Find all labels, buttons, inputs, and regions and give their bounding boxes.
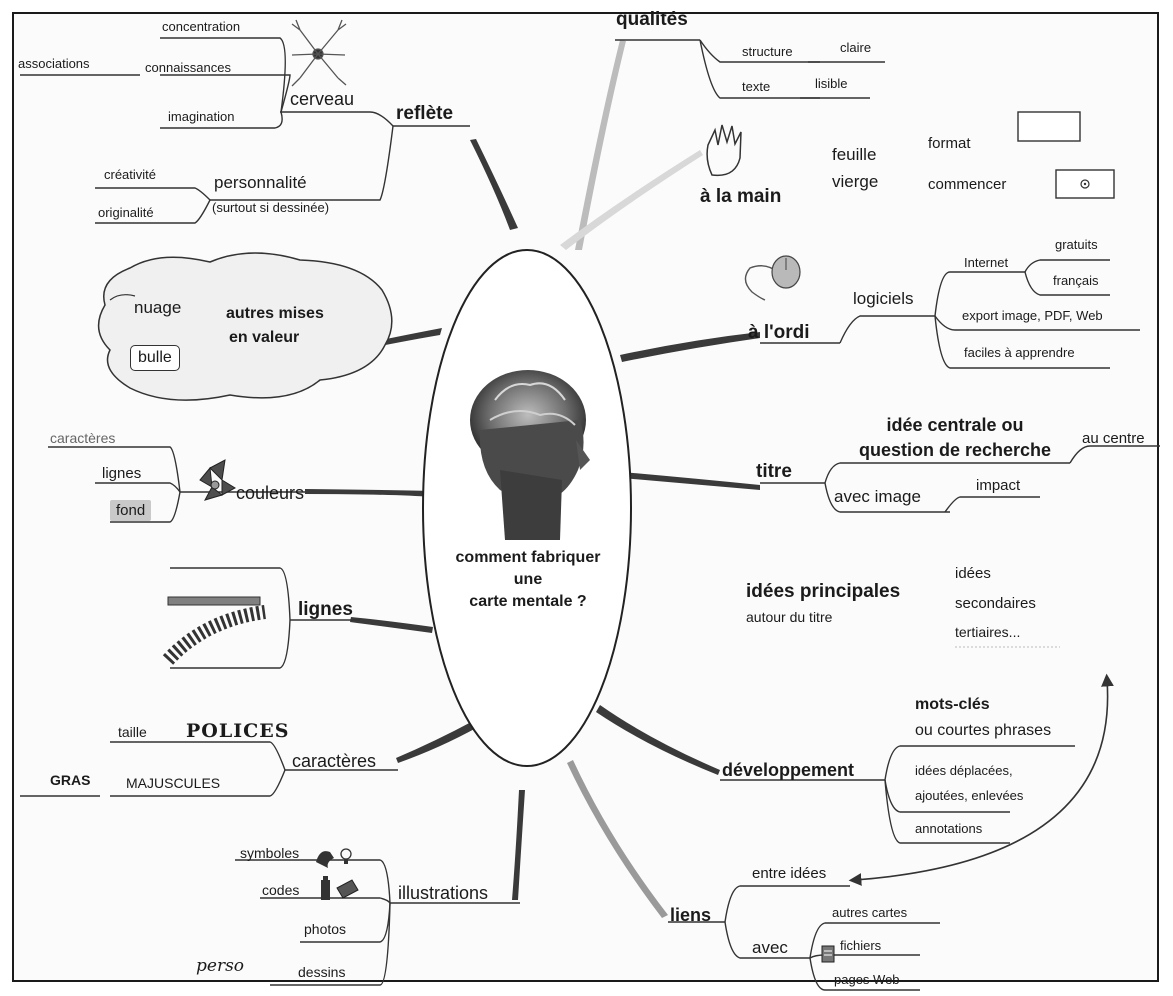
associations-label: associations xyxy=(18,56,90,71)
main-branches xyxy=(305,40,760,918)
export-label: export image, PDF, Web xyxy=(962,308,1103,323)
faciles-label: faciles à apprendre xyxy=(964,345,1075,360)
branch-lignes xyxy=(350,617,433,633)
titre-idee-line2: question de recherche xyxy=(858,440,1052,460)
logiciels-label: logiciels xyxy=(853,289,914,308)
branch-developpement xyxy=(596,705,720,775)
claire-label: claire xyxy=(840,40,872,55)
format-label: format xyxy=(928,135,971,152)
couleurs-caracteres-label: caractères xyxy=(50,430,116,446)
titre-idee-line1: idée centrale ou xyxy=(886,415,1024,435)
impact-label: impact xyxy=(976,477,1021,494)
branch-liens xyxy=(567,760,668,918)
branch-caracteres xyxy=(396,720,478,763)
pages-web-label: pages Web xyxy=(834,972,900,987)
deplacees-line2: ajoutées, enlevées xyxy=(915,788,1024,803)
branch-titre xyxy=(622,472,760,490)
feuille-label: feuille xyxy=(832,145,877,164)
branch-a-lordi xyxy=(620,332,760,362)
concentration-label: concentration xyxy=(162,19,241,34)
titre-label: titre xyxy=(756,461,792,482)
link-arrow xyxy=(848,673,1114,886)
file-icon xyxy=(821,945,835,963)
center-title-line1: comment fabriquer xyxy=(455,549,601,566)
format-rectangle xyxy=(1017,111,1081,142)
battery-pencil-icon xyxy=(321,876,359,900)
personnalite-sub: (surtout si dessinée) xyxy=(212,200,330,215)
mises-en-valeur-line2: en valeur xyxy=(229,329,300,346)
annotations-label: annotations xyxy=(915,821,983,836)
gras-label: GRAS xyxy=(50,772,91,788)
commencer-label: commencer xyxy=(928,176,1007,193)
human-head-brain-icon xyxy=(470,370,590,540)
branch-qualites xyxy=(575,40,626,250)
lignes-label: lignes xyxy=(298,599,353,620)
codes-label: codes xyxy=(262,882,300,898)
branch-reflete xyxy=(470,139,518,230)
autour-du-titre-label: autour du titre xyxy=(746,609,833,625)
hand-icon xyxy=(706,124,742,177)
originalite-label: originalité xyxy=(98,205,154,220)
couleurs-label: couleurs xyxy=(236,483,305,503)
mises-en-valeur-line1: autres mises xyxy=(226,305,324,322)
francais-label: français xyxy=(1053,273,1099,288)
internet-label: Internet xyxy=(964,255,1009,270)
polices-label: POLICES xyxy=(186,720,290,742)
center-title-line2: une xyxy=(513,571,543,588)
couleurs-lignes-label: lignes xyxy=(102,465,142,482)
texte-label: texte xyxy=(742,79,771,94)
deplacees-line1: idées déplacées, xyxy=(915,763,1013,778)
branch-a-la-main xyxy=(560,150,703,250)
fichiers-label: fichiers xyxy=(840,938,882,953)
phone-bulb-icon xyxy=(316,848,352,868)
illustrations-label: illustrations xyxy=(398,883,489,903)
bulle-label: bulle xyxy=(130,345,180,371)
connaissances-label: connaissances xyxy=(145,60,231,75)
creativite-label: créativité xyxy=(104,167,157,182)
branch-couleurs xyxy=(305,489,433,497)
a-lordi-label: à l'ordi xyxy=(748,322,810,343)
mots-cles-label: mots-clés xyxy=(915,696,990,713)
developpement-label: développement xyxy=(722,760,855,780)
taille-label: taille xyxy=(118,724,147,740)
caracteres-label: caractères xyxy=(292,751,377,771)
idees-principales-label: idées principales xyxy=(746,581,901,602)
courtes-phrases-label: ou courtes phrases xyxy=(915,722,1052,739)
gratuits-label: gratuits xyxy=(1055,237,1098,252)
symboles-label: symboles xyxy=(240,845,300,861)
personnalite-label: personnalité xyxy=(214,173,307,192)
branch-illustrations xyxy=(512,790,525,900)
majuscules-label: MAJUSCULES xyxy=(126,775,221,791)
qualites-label: qualités xyxy=(616,9,688,30)
dessins-label: dessins xyxy=(298,964,346,980)
liens-label: liens xyxy=(670,905,712,925)
autres-cartes-label: autres cartes xyxy=(832,905,908,920)
reflete-label: reflète xyxy=(396,103,454,124)
a-la-main-label: à la main xyxy=(700,186,782,207)
entre-idees-label: entre idées xyxy=(752,865,827,882)
avec-label: avec xyxy=(752,938,788,957)
cloud-shape xyxy=(97,252,393,401)
tertiaires-label: tertiaires... xyxy=(955,624,1021,640)
perso-label: perso xyxy=(196,956,245,976)
photos-label: photos xyxy=(304,921,347,937)
neuron-icon xyxy=(291,19,347,87)
lisible-label: lisible xyxy=(815,76,848,91)
imagination-label: imagination xyxy=(168,109,235,124)
avec-image-label: avec image xyxy=(834,487,921,506)
structure-label: structure xyxy=(742,44,793,59)
idees-label: idées xyxy=(955,565,991,582)
cerveau-label: cerveau xyxy=(290,89,355,109)
line-samples xyxy=(162,596,266,665)
center-title-line3: carte mentale ? xyxy=(469,593,587,610)
flower-icon xyxy=(199,459,237,501)
nuage-label: nuage xyxy=(134,298,182,317)
vierge-label: vierge xyxy=(832,172,879,191)
couleurs-fond-label: fond xyxy=(110,500,152,521)
au-centre-label: au centre xyxy=(1082,430,1145,447)
computer-mouse-icon xyxy=(744,255,801,301)
secondaires-label: secondaires xyxy=(955,595,1036,612)
